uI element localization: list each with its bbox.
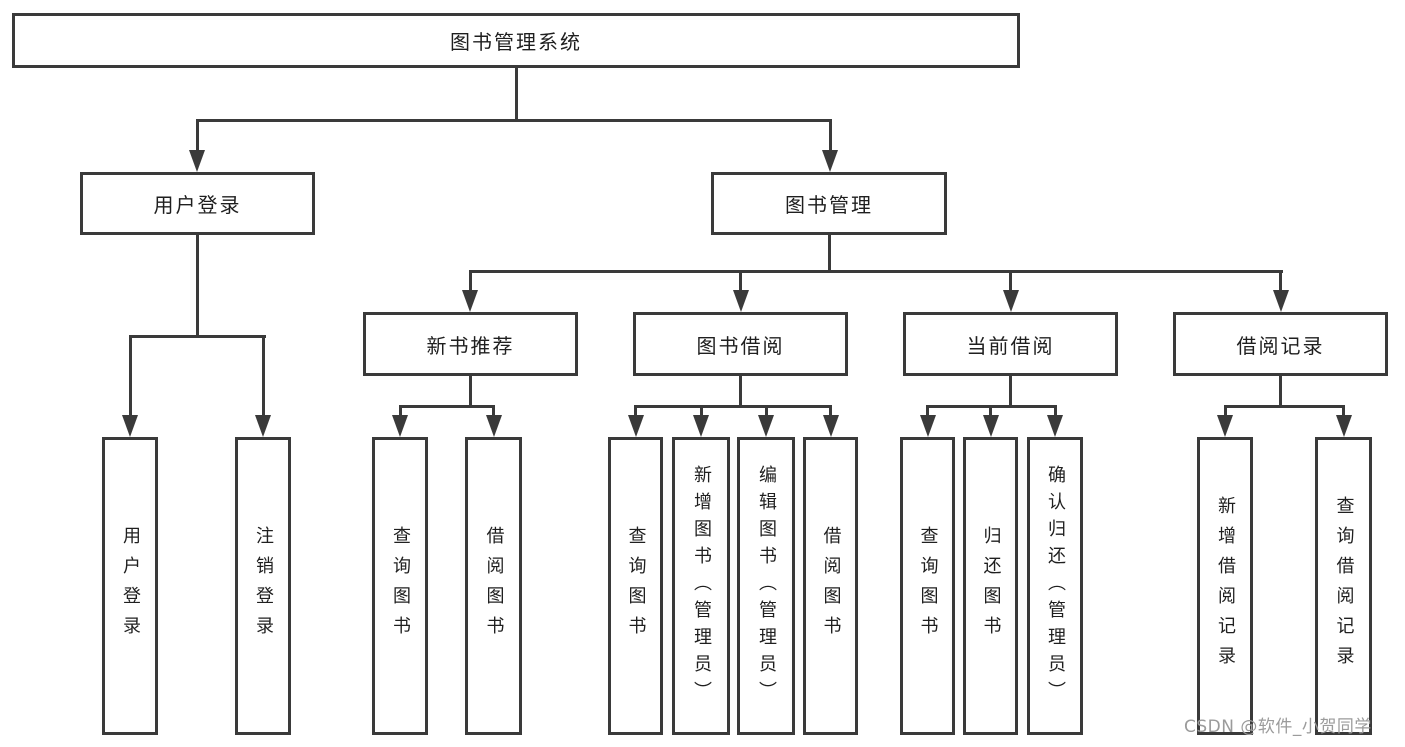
connector-line: [827, 235, 831, 272]
leaf-return-book-label: 归还图书: [980, 526, 1002, 646]
node-borrow-records-label: 借阅记录: [1236, 333, 1325, 358]
leaf-confirm-return-admin-label: 确认归还（管理员）: [1045, 464, 1066, 708]
leaf-add-book-admin: 新增图书（管理员）: [672, 437, 730, 735]
leaf-edit-book-admin: 编辑图书（管理员）: [737, 437, 795, 735]
leaf-edit-book-admin-label: 编辑图书（管理员）: [756, 464, 777, 708]
arrow-down-icon: [122, 415, 138, 437]
arrow-down-icon: [1217, 415, 1233, 437]
connector-line: [128, 336, 132, 418]
arrow-down-icon: [1002, 290, 1019, 312]
arrow-down-icon: [1272, 290, 1289, 312]
connector-line: [1279, 376, 1282, 407]
connector-line: [128, 334, 266, 338]
arrow-down-icon: [693, 415, 709, 437]
node-new-book-recommend: 新书推荐: [363, 312, 578, 376]
node-root: 图书管理系统: [12, 13, 1020, 68]
connector-line: [634, 406, 637, 418]
connector-line: [514, 68, 518, 121]
arrow-down-icon: [982, 415, 999, 437]
node-new-book-recommend-label: 新书推荐: [426, 333, 515, 358]
arrow-down-icon: [189, 150, 205, 172]
arrow-down-icon: [732, 290, 749, 312]
node-borrow-records: 借阅记录: [1173, 312, 1388, 376]
connector-line: [1053, 406, 1057, 418]
leaf-logout: 注销登录: [235, 437, 291, 735]
leaf-query-books-3-label: 查询图书: [917, 526, 939, 646]
leaf-query-borrow-record-label: 查询借阅记录: [1333, 496, 1355, 676]
leaf-add-borrow-record: 新增借阅记录: [1197, 437, 1253, 735]
connector-line: [829, 406, 832, 418]
arrow-down-icon: [392, 415, 408, 437]
connector-line: [739, 376, 742, 407]
arrow-down-icon: [485, 415, 502, 437]
leaf-return-book: 归还图书: [963, 437, 1018, 735]
arrow-down-icon: [627, 415, 644, 437]
connector-line: [468, 271, 472, 293]
connector-line: [195, 235, 199, 337]
leaf-borrow-books-1: 借阅图书: [465, 437, 522, 735]
node-book-management: 图书管理: [711, 172, 947, 235]
connector-line: [1223, 404, 1345, 408]
node-user-login: 用户登录: [80, 172, 315, 235]
leaf-query-borrow-record: 查询借阅记录: [1315, 437, 1372, 735]
arrow-down-icon: [462, 290, 478, 312]
node-book-borrow: 图书借阅: [633, 312, 848, 376]
connector-line: [1342, 406, 1345, 418]
connector-line: [1223, 406, 1227, 418]
node-current-borrow-label: 当前借阅: [966, 333, 1055, 358]
leaf-add-book-admin-label: 新增图书（管理员）: [691, 464, 712, 708]
leaf-add-borrow-record-label: 新增借阅记录: [1215, 496, 1236, 676]
leaf-query-books-1-label: 查询图书: [390, 526, 411, 646]
connector-line: [634, 404, 832, 408]
connector-line: [469, 376, 472, 407]
node-user-login-label: 用户登录: [153, 193, 242, 217]
connector-line: [398, 404, 495, 408]
leaf-logout-label: 注销登录: [253, 526, 274, 646]
connector-line: [699, 406, 703, 418]
node-book-borrow-label: 图书借阅: [696, 333, 785, 358]
arrow-down-icon: [1047, 415, 1063, 437]
connector-line: [195, 118, 832, 122]
connector-line: [398, 406, 402, 418]
leaf-user-login-label: 用户登录: [120, 526, 141, 646]
connector-line: [195, 120, 199, 153]
connector-line: [1009, 376, 1012, 407]
node-current-borrow: 当前借阅: [903, 312, 1118, 376]
connector-line: [739, 271, 742, 293]
leaf-query-books-2-label: 查询图书: [625, 526, 647, 646]
arrow-down-icon: [822, 150, 838, 172]
arrow-down-icon: [919, 415, 936, 437]
connector-line: [1009, 271, 1012, 293]
connector-line: [764, 406, 768, 418]
connector-line: [828, 120, 832, 153]
arrow-down-icon: [254, 415, 271, 437]
leaf-borrow-books-1-label: 借阅图书: [483, 526, 505, 646]
leaf-borrow-books-2-label: 借阅图书: [820, 526, 842, 646]
node-root-label: 图书管理系统: [450, 30, 582, 54]
leaf-query-books-3: 查询图书: [900, 437, 955, 735]
connector-line: [261, 336, 265, 418]
arrow-down-icon: [1335, 415, 1352, 437]
arrow-down-icon: [822, 415, 839, 437]
arrow-down-icon: [758, 415, 774, 437]
connector-line: [989, 406, 992, 418]
leaf-user-login: 用户登录: [102, 437, 158, 735]
leaf-borrow-books-2: 借阅图书: [803, 437, 858, 735]
leaf-query-books-2: 查询图书: [608, 437, 663, 735]
leaf-query-books-1: 查询图书: [372, 437, 428, 735]
connector-line: [926, 406, 929, 418]
connector-line: [468, 269, 1283, 273]
connector-line: [1279, 271, 1282, 293]
connector-line: [492, 406, 495, 418]
node-book-management-label: 图书管理: [785, 193, 873, 217]
watermark: CSDN @软件_小贺同学: [1184, 717, 1372, 737]
leaf-confirm-return-admin: 确认归还（管理员）: [1027, 437, 1083, 735]
